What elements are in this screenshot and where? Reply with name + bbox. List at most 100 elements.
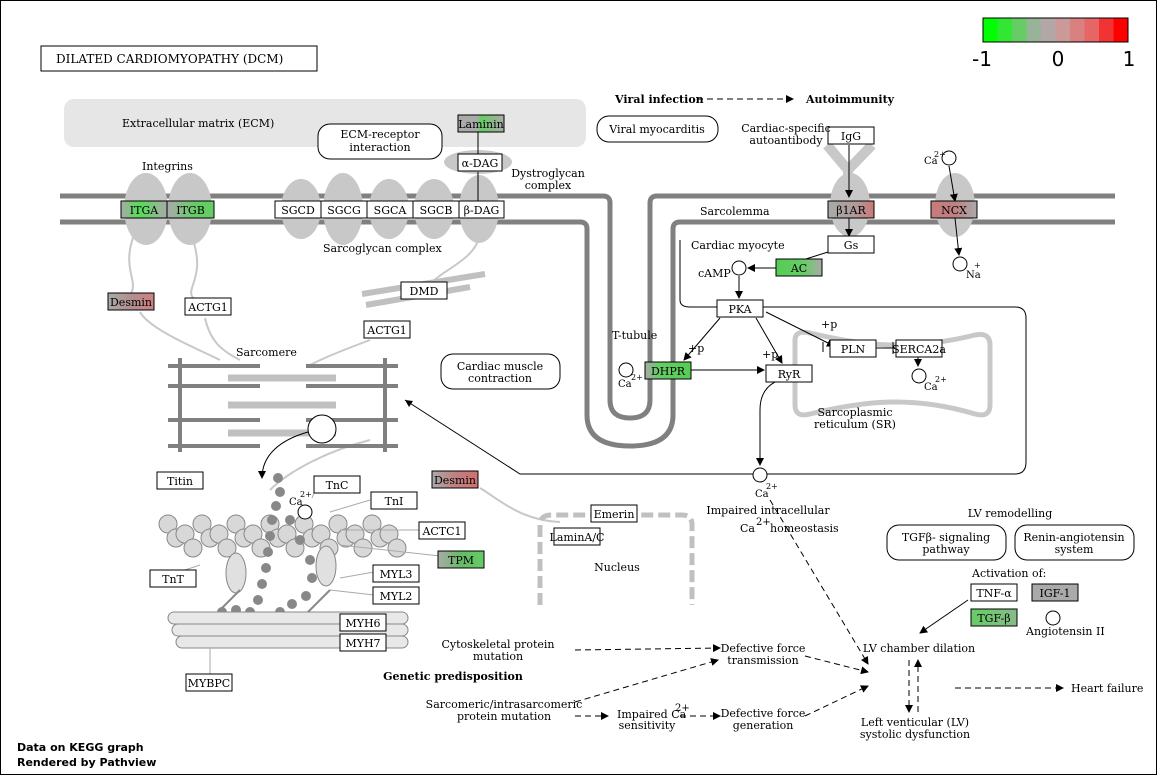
gene-node-sgcd[interactable]: SGCD [274,200,322,219]
gene-box-titin[interactable] [156,471,204,490]
gene-node-desmin2[interactable]: Desmin [431,470,479,489]
gene-node-actc1[interactable]: ACTC1 [418,521,466,540]
gene-node-ryr[interactable]: RyR [765,364,813,383]
gene-node-myh7[interactable]: MYH7 [339,633,387,652]
ncx-ca-sup: 2+ [934,150,946,159]
gene-box-tgfb[interactable] [970,608,1018,627]
gene-label-laminin: Laminin [458,118,504,131]
gene-box-ncx[interactable] [930,200,978,219]
gene-box-actg1a[interactable] [184,297,232,316]
legend-border [982,17,1129,43]
gene-node-dhpr[interactable]: DHPR [644,361,692,380]
gene-node-b1ar[interactable]: β1AR [827,200,875,219]
gene-box-desmin2[interactable] [431,470,479,489]
color-legend: -1 0 1 [972,17,1135,71]
ecm-label: Extracellular matrix (ECM) [122,117,274,130]
tgf-beta-signaling-pathway[interactable] [886,524,1007,561]
gene-box-dmd[interactable] [400,281,448,300]
gene-box-actg1b[interactable] [363,320,411,339]
gene-box-adag[interactable] [457,153,503,172]
gene-node-sgcb[interactable]: SGCB [412,200,460,219]
gene-label-tni: TnI [385,495,404,508]
gene-node-laminin[interactable]: Laminin [457,114,505,133]
viral-myocarditis-pathway[interactable] [596,115,719,143]
gene-node-tni[interactable]: TnI [370,491,418,510]
gene-box-actc1[interactable] [418,521,466,540]
gene-label-desmin1: Desmin [110,296,152,309]
myosin-bead [271,501,281,511]
gene-label-myh6: MYH6 [345,617,380,630]
gene-node-dmd[interactable]: DMD [400,281,448,300]
gene-node-myl3[interactable]: MYL3 [372,564,420,583]
gene-node-actg1b[interactable]: ACTG1 [363,320,411,339]
gene-node-actg1a[interactable]: ACTG1 [184,297,232,316]
gene-box-tnt[interactable] [149,569,197,588]
gene-node-itga[interactable]: ITGA [120,200,168,219]
actin-bead [183,538,203,558]
gene-node-sgcg[interactable]: SGCG [320,200,368,219]
gene-node-gs[interactable]: Gs [827,235,875,254]
gene-node-bdag[interactable]: β-DAG [458,200,505,219]
gene-box-myl2[interactable] [372,586,420,605]
gene-node-ac[interactable]: AC [775,258,823,277]
cardiac-muscle-contraction-pathway[interactable] [440,353,561,390]
gene-box-igf1[interactable] [1031,583,1079,602]
gene-label-dhpr: DHPR [651,365,686,378]
gene-box-ryr[interactable] [765,364,813,383]
gene-box-myh6[interactable] [339,613,387,632]
sarcolemma-label: Sarcolemma [700,205,770,218]
legend-cell [1055,18,1071,42]
gene-box-serca2a[interactable] [895,339,943,358]
gene-box-tnfa[interactable] [970,583,1018,602]
gene-box-itgb[interactable] [166,200,215,219]
gene-box-myh7[interactable] [339,633,387,652]
actin-bead [217,538,237,558]
gene-label-tnfa: TNF-α [976,587,1012,600]
legend-mid-label: 0 [1052,47,1065,71]
gene-box-b1ar[interactable] [827,200,875,219]
gene-node-igg[interactable]: IgG [827,126,875,145]
gene-node-myh6[interactable]: MYH6 [339,613,387,632]
gene-node-desmin1[interactable]: Desmin [107,292,155,311]
gene-box-ac[interactable] [775,258,823,277]
gene-node-mybpc[interactable]: MYBPC [185,673,233,692]
sarcomeric-label-2: protein mutation [457,710,551,723]
gene-box-igg[interactable] [827,126,875,145]
impaired-label-2: homeostasis [770,522,839,535]
gene-node-laminac[interactable]: LaminA/C [550,527,605,546]
gene-node-myl2[interactable]: MYL2 [372,586,420,605]
gene-box-bdag[interactable] [458,200,505,219]
ecm-receptor-pathway[interactable] [317,123,443,160]
gene-node-pln[interactable]: PLN [829,339,877,358]
gene-box-tni[interactable] [370,491,418,510]
gene-box-laminin[interactable] [457,114,505,133]
gene-node-tgfb[interactable]: TGF-β [970,608,1018,627]
renin-angiotensin-pathway[interactable] [1014,524,1135,561]
gene-node-itgb[interactable]: ITGB [166,200,215,219]
gene-node-tnfa[interactable]: TNF-α [970,583,1018,602]
gene-box-gs[interactable] [827,235,875,254]
gene-box-pka[interactable] [716,299,764,318]
gene-node-igf1[interactable]: IGF-1 [1031,583,1079,602]
gene-node-tnt[interactable]: TnT [149,569,197,588]
gene-node-emerin[interactable]: Emerin [590,504,638,523]
gene-box-myl3[interactable] [372,564,420,583]
gene-node-pka[interactable]: PKA [716,299,764,318]
gene-node-titin[interactable]: Titin [156,471,204,490]
gene-box-pln[interactable] [829,339,877,358]
legend-cell [1041,18,1056,42]
gene-box-dhpr[interactable] [644,361,692,380]
gene-box-mybpc[interactable] [185,673,233,692]
gene-node-tpm[interactable]: TPM [437,550,485,569]
gene-box-emerin[interactable] [590,504,638,523]
gene-node-sgca[interactable]: SGCA [366,200,414,219]
gene-box-tpm[interactable] [437,550,485,569]
gene-label-mybpc: MYBPC [188,677,230,690]
gene-box-laminac[interactable] [553,527,601,546]
gene-box-tnc[interactable] [313,475,361,494]
gene-node-serca2a[interactable]: SERCA2a [892,339,946,358]
gene-node-tnc[interactable]: TnC [313,475,361,494]
gene-node-adag[interactable]: α-DAG [457,153,503,172]
gene-box-desmin1[interactable] [107,292,155,311]
gene-node-ncx[interactable]: NCX [930,200,978,219]
